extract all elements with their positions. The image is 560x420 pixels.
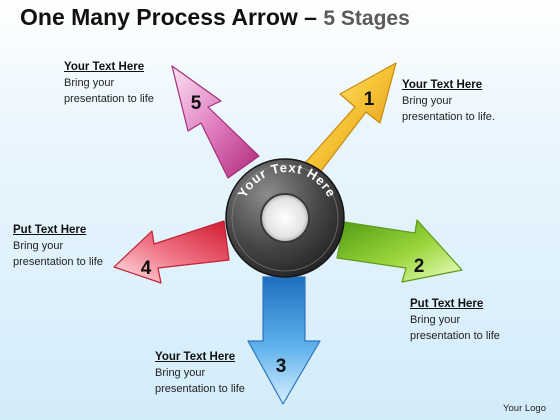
stage-5-label: Your Text Here Bring your presentation t… [64, 59, 154, 108]
stage-1-number: 1 [364, 89, 375, 110]
stage-3-number: 3 [276, 356, 287, 377]
stage-5-number: 5 [191, 93, 202, 114]
stage-5-body: Bring your presentation to life [64, 76, 154, 105]
stage-4-number: 4 [141, 258, 152, 279]
stage-1-arrow: 1 [304, 62, 397, 176]
stage-4-label: Put Text Here Bring your presentation to… [13, 222, 103, 271]
stage-4-heading: Put Text Here [13, 224, 87, 236]
hub-ring: Your Text Here [225, 158, 345, 278]
stage-1-heading: Your Text Here [402, 79, 483, 91]
stage-2-heading: Put Text Here [410, 298, 484, 310]
stage-2-body: Bring your presentation to life [410, 313, 500, 342]
stage-4-body: Bring your presentation to life [13, 239, 103, 268]
page-title: One Many Process Arrow – 5 Stages [20, 4, 410, 31]
stage-3-heading: Your Text Here [155, 351, 236, 363]
title-main: One Many Process Arrow – [20, 4, 317, 30]
title-stage-count: 5 Stages [323, 7, 410, 30]
logo-placeholder: Your Logo [503, 403, 546, 414]
stage-1-body: Bring your presentation to life. [402, 94, 495, 123]
stage-1-label: Your Text Here Bring your presentation t… [402, 77, 495, 126]
stage-3-body: Bring your presentation to life [155, 366, 245, 395]
stage-3-label: Your Text Here Bring your presentation t… [155, 349, 245, 398]
stage-3-arrow: 3 [247, 276, 321, 405]
stage-2-label: Put Text Here Bring your presentation to… [410, 296, 500, 345]
stage-4-arrow: 4 [113, 220, 230, 284]
stage-5-arrow: 5 [171, 65, 260, 179]
stage-2-arrow: 2 [336, 219, 463, 283]
stage-5-heading: Your Text Here [64, 61, 145, 73]
stage-2-number: 2 [414, 256, 425, 277]
